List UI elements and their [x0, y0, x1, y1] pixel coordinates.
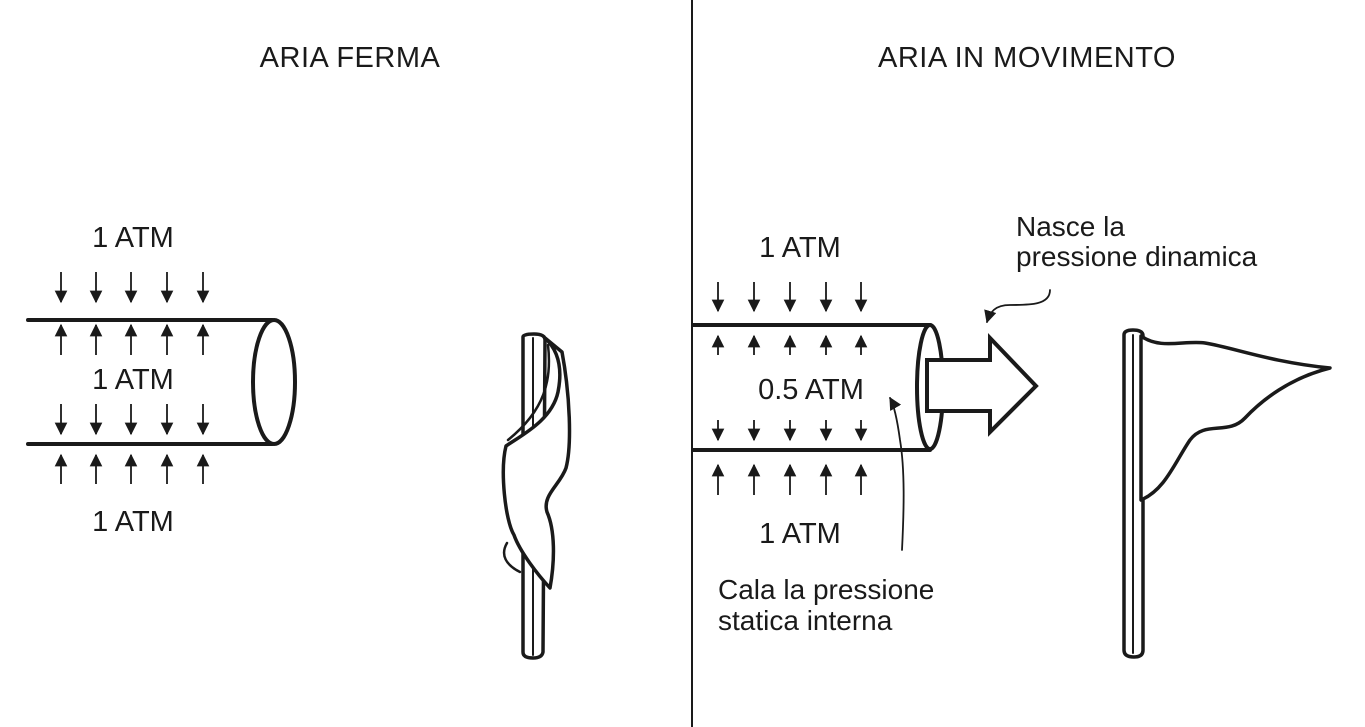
left-pressure-below-label: 1 ATM — [92, 506, 174, 538]
right-pressure-below-label: 1 ATM — [759, 518, 841, 550]
right-arrows-inside-up — [711, 334, 868, 355]
right-arrows-inside-down — [711, 420, 868, 442]
right-pressure-arrows — [711, 282, 868, 495]
right-arrows-below-up — [711, 463, 868, 495]
left-panel: ARIA FERMA 1 ATM 1 ATM 1 ATM — [26, 42, 572, 660]
static-pressure-note-line1: Cala la pressione — [718, 574, 934, 605]
static-pressure-note-line2: statica interna — [718, 605, 893, 636]
left-pressure-inside-label: 1 ATM — [92, 364, 174, 396]
right-arrows-above-down — [711, 282, 868, 313]
dynamic-pressure-leader — [984, 289, 1051, 324]
left-arrows-inside-down — [54, 404, 210, 436]
right-panel-title: ARIA IN MOVIMENTO — [878, 42, 1176, 74]
hollow-right-arrow-icon — [925, 333, 1039, 437]
left-pressure-above-label: 1 ATM — [92, 222, 174, 254]
limp-flag-icon — [501, 332, 572, 660]
right-panel: ARIA IN MOVIMENTO 1 ATM 0.5 ATM 1 ATM Na… — [691, 42, 1332, 659]
right-pressure-inside-label: 0.5 ATM — [758, 374, 864, 406]
left-arrows-inside-up — [54, 323, 210, 355]
flying-flag-icon — [1122, 328, 1332, 659]
left-panel-title: ARIA FERMA — [260, 42, 441, 74]
left-pressure-arrows — [54, 272, 210, 484]
left-arrows-below-up — [54, 453, 210, 484]
left-tube — [26, 318, 297, 446]
right-pressure-above-label: 1 ATM — [759, 232, 841, 264]
dynamic-pressure-note-line2: pressione dinamica — [1016, 241, 1258, 272]
left-arrows-above-down — [54, 272, 210, 304]
dynamic-pressure-note-line1: Nasce la — [1016, 211, 1125, 242]
static-pressure-leader — [889, 396, 905, 551]
